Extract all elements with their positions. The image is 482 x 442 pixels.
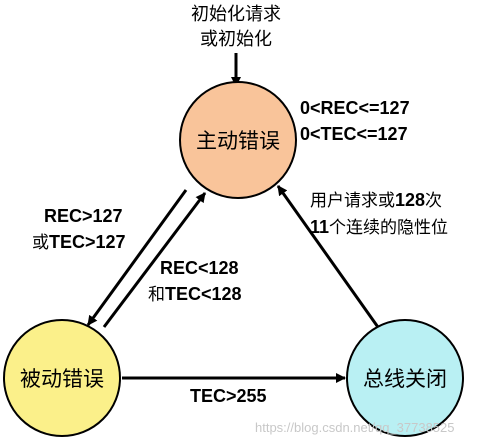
recover-condition-line2: 11个连续的隐性位 <box>310 217 448 238</box>
trigger-text-line1: 初始化请求 <box>191 4 281 25</box>
watermark-text: https://blog.csdn.net/qq_37738525 <box>255 420 455 435</box>
passive-error-node: 被动错误 <box>3 319 121 437</box>
passive-error-label: 被动错误 <box>20 367 104 391</box>
to-busoff-condition: TEC>255 <box>190 386 267 406</box>
busoff-to-active-arrow <box>276 185 382 331</box>
to-passive-condition-line1: REC>127 <box>44 206 123 226</box>
active-rec-range: 0<REC<=127 <box>300 98 410 118</box>
trigger-text-line2: 或初始化 <box>200 29 272 50</box>
to-active-condition-line1: REC<128 <box>160 258 239 278</box>
active-error-node: 主动错误 <box>179 81 297 199</box>
passive-to-active-arrow <box>102 192 207 328</box>
bus-off-node: 总线关闭 <box>346 319 464 437</box>
to-active-condition-line2: 和TEC<128 <box>148 284 242 305</box>
active-tec-range: 0<TEC<=127 <box>300 124 408 144</box>
to-passive-condition-line2: 或TEC>127 <box>32 232 126 253</box>
active-to-passive-arrow <box>86 189 188 326</box>
bus-off-label: 总线关闭 <box>363 367 447 391</box>
recover-condition-line1: 用户请求或128次 <box>310 190 442 211</box>
active-error-label: 主动错误 <box>196 129 280 153</box>
